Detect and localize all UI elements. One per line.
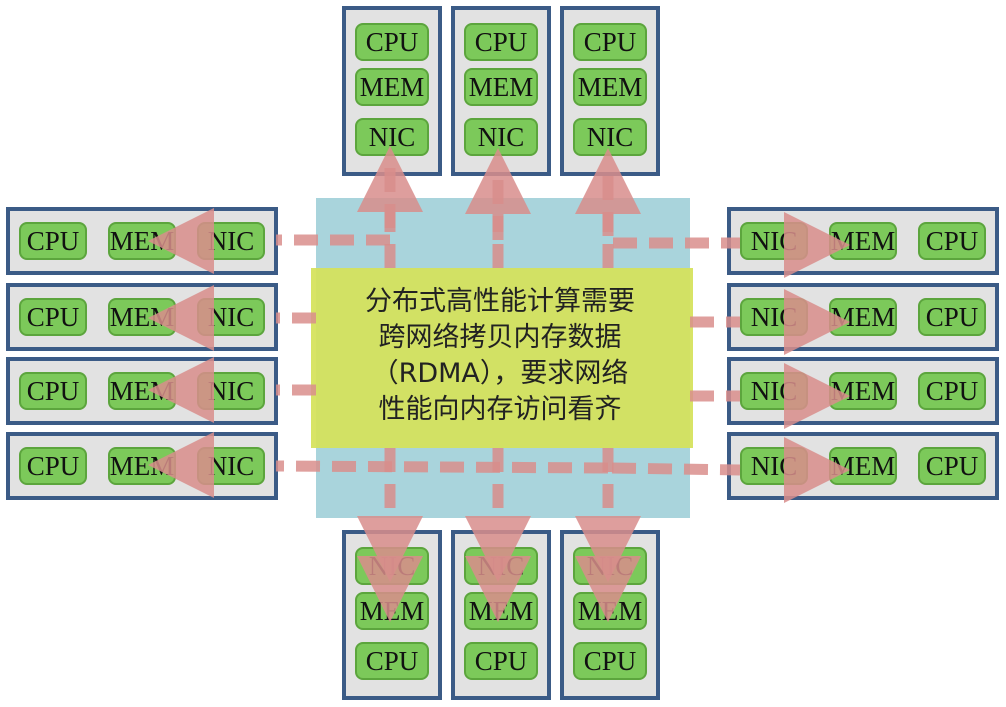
top-3-cpu-label: CPU: [584, 27, 637, 57]
arrow-to-left4: [275, 460, 609, 474]
left-4-cpu-label: CPU: [27, 451, 80, 481]
left-3-cpu-chip: [19, 372, 87, 410]
right-2-cpu-chip: [918, 298, 986, 336]
node-right-4: NIC MEM CPU: [727, 432, 999, 500]
top-3-mem-chip: [573, 68, 647, 106]
node-top-3: CPU MEM NIC: [560, 6, 660, 176]
right-2-mem-label: MEM: [831, 302, 896, 332]
left-3-mem-label: MEM: [110, 376, 175, 406]
left-2-mem-label: MEM: [110, 302, 175, 332]
center-note-line-1: 分布式高性能计算需要: [365, 286, 635, 317]
node-left-4: CPU MEM NIC: [6, 432, 278, 500]
bottom-1-cpu-label: CPU: [366, 646, 419, 676]
top-2-mem-label: MEM: [469, 72, 534, 102]
node-top-2: CPU MEM NIC: [451, 6, 551, 176]
bottom-2-nic-label: NIC: [478, 551, 525, 581]
right-2-nic-label: NIC: [751, 302, 798, 332]
right-2-cpu-label: CPU: [926, 302, 979, 332]
center-note-box: [311, 268, 693, 448]
left-1-nic-label: NIC: [208, 226, 255, 256]
left-3-cpu-label: CPU: [27, 376, 80, 406]
bottom-2-mem-label: MEM: [469, 596, 534, 626]
right-1-nic-label: NIC: [751, 226, 798, 256]
bottom-2-cpu-chip: [464, 642, 538, 680]
node-right-1: NIC MEM CPU: [727, 207, 999, 275]
right-1-mem-label: MEM: [831, 226, 896, 256]
bottom-2-cpu-label: CPU: [475, 646, 528, 676]
node-left-3: CPU MEM NIC: [6, 357, 278, 425]
bottom-3-cpu-label: CPU: [584, 646, 637, 676]
top-1-cpu-label: CPU: [366, 27, 419, 57]
top-2-cpu-chip: [464, 23, 538, 61]
center-note-line-4: 性能向内存访问看齐: [379, 394, 622, 425]
top-1-cpu-chip: [355, 23, 429, 61]
center-note: 分布式高性能计算需要 跨网络拷贝内存数据 （RDMA），要求网络 性能向内存访问…: [365, 286, 635, 425]
node-top-1: CPU MEM NIC: [342, 6, 442, 176]
right-3-mem-label: MEM: [831, 376, 896, 406]
right-4-nic-label: NIC: [751, 451, 798, 481]
left-1-mem-label: MEM: [110, 226, 175, 256]
left-2-nic-label: NIC: [208, 302, 255, 332]
left-4-mem-label: MEM: [110, 451, 175, 481]
top-1-nic-label: NIC: [369, 122, 416, 152]
right-3-cpu-chip: [918, 372, 986, 410]
top-1-mem-label: MEM: [360, 72, 425, 102]
top-3-mem-label: MEM: [578, 72, 643, 102]
right-1-cpu-chip: [918, 222, 986, 260]
left-1-cpu-label: CPU: [27, 226, 80, 256]
left-4-nic-label: NIC: [208, 451, 255, 481]
right-4-cpu-chip: [918, 447, 986, 485]
bottom-1-cpu-chip: [355, 642, 429, 680]
left-2-cpu-label: CPU: [27, 302, 80, 332]
left-2-cpu-chip: [19, 298, 87, 336]
left-1-cpu-chip: [19, 222, 87, 260]
right-4-cpu-label: CPU: [926, 451, 979, 481]
bottom-3-cpu-chip: [573, 642, 647, 680]
right-3-nic-label: NIC: [751, 376, 798, 406]
bottom-1-nic-label: NIC: [369, 551, 416, 581]
node-right-2: NIC MEM CPU: [727, 283, 999, 351]
top-3-nic-label: NIC: [587, 122, 634, 152]
center-note-line-2: 跨网络拷贝内存数据: [379, 322, 622, 353]
top-1-mem-chip: [355, 68, 429, 106]
arrow-to-right4: [611, 462, 741, 476]
top-2-mem-chip: [464, 68, 538, 106]
center-note-line-3: （RDMA），要求网络: [372, 358, 629, 389]
right-4-mem-label: MEM: [831, 451, 896, 481]
node-right-3: NIC MEM CPU: [727, 357, 999, 425]
top-3-cpu-chip: [573, 23, 647, 61]
top-2-cpu-label: CPU: [475, 27, 528, 57]
top-2-nic-label: NIC: [478, 122, 525, 152]
bottom-1-mem-label: MEM: [360, 596, 425, 626]
bottom-3-mem-label: MEM: [578, 596, 643, 626]
left-4-cpu-chip: [19, 447, 87, 485]
right-3-cpu-label: CPU: [926, 376, 979, 406]
node-left-2: CPU MEM NIC: [6, 283, 278, 351]
right-1-cpu-label: CPU: [926, 226, 979, 256]
node-left-1: CPU MEM NIC: [6, 207, 278, 275]
bottom-3-nic-label: NIC: [587, 551, 634, 581]
data-flow-arrows: [148, 146, 850, 622]
left-3-nic-label: NIC: [208, 376, 255, 406]
